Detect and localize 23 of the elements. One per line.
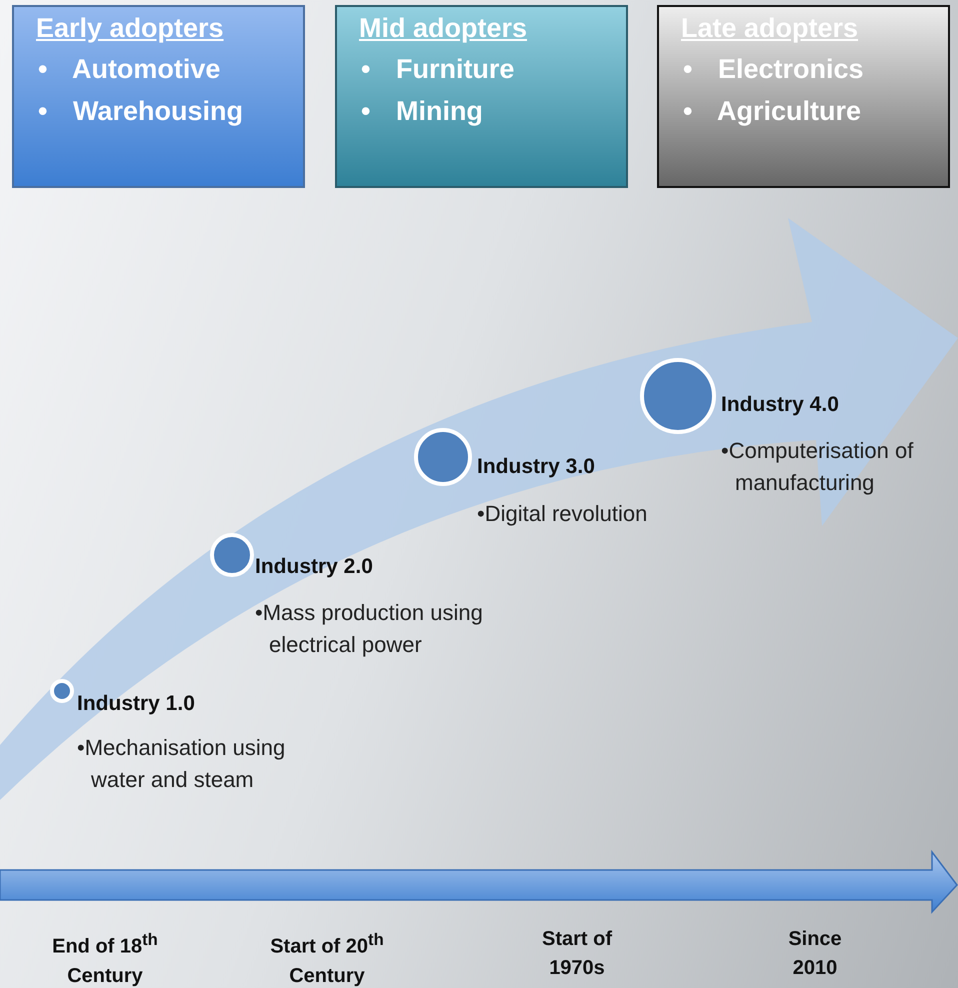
stage-heading: Industry 2.0 <box>255 555 373 579</box>
stage-description: •Computerisation of manufacturing <box>721 437 914 497</box>
timeline-label: Start of 1970s <box>541 927 614 981</box>
stage-heading: Industry 4.0 <box>721 393 839 417</box>
adopter-card <box>335 5 628 188</box>
stage-heading: Industry 3.0 <box>477 455 595 479</box>
adopter-card <box>657 5 950 188</box>
timeline-label: Since 2010 <box>787 927 843 981</box>
adopter-card <box>12 5 305 188</box>
list-item: • Electronics <box>683 53 865 86</box>
stage-description: •Digital revolution <box>477 500 648 528</box>
list-item: • Furniture <box>361 53 516 86</box>
timeline-label: End of 18$^{th}$ Century <box>51 929 159 988</box>
list-item: • Mining <box>361 95 484 128</box>
stage-description: •Mass production using electrical power <box>255 599 484 659</box>
list-item: • Automotive <box>38 53 222 86</box>
card-heading: Mid adopters <box>359 13 528 44</box>
list-item: • Agriculture <box>683 95 862 128</box>
stage-heading: Industry 1.0 <box>77 692 195 716</box>
card-heading: Early adopters <box>36 13 224 44</box>
list-item: • Warehousing <box>38 95 244 128</box>
stage-description: •Mechanisation using water and steam <box>77 734 286 794</box>
timeline-label: Start of 20$^{th}$ Century <box>269 929 385 988</box>
